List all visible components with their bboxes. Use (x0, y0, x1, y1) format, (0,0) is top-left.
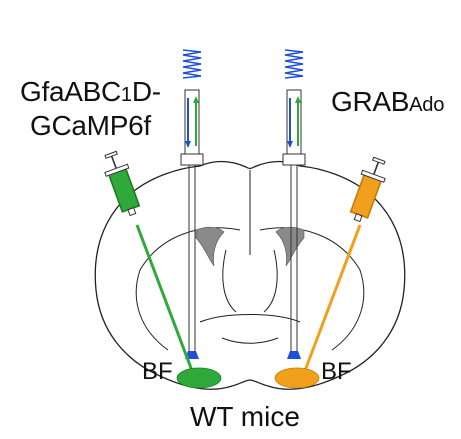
syringe-right (349, 156, 386, 223)
injection-track-right (301, 224, 362, 377)
label-grabado: GRABAdo (331, 86, 445, 117)
coil-right (284, 49, 304, 79)
ventral-curve (221, 337, 279, 344)
injection-track-left (135, 224, 196, 377)
optical-fiber-right (282, 89, 306, 359)
brain-section-outline (94, 160, 406, 390)
ventricle-left (195, 226, 225, 267)
coil-left (182, 49, 202, 79)
target-region-left (176, 367, 222, 389)
label-wt-mice: WT mice (190, 401, 300, 432)
label-bf-right: BF (321, 358, 352, 385)
optical-fiber-left (180, 89, 204, 359)
label-bf-left: BF (142, 358, 173, 385)
label-gcamp6f: GCaMP6f (30, 110, 151, 141)
striatum-curve-left (222, 249, 237, 313)
label-gfaabc1d: GfaABC1D- (20, 76, 161, 107)
striatum-curve-right (263, 249, 278, 313)
target-region-right (274, 367, 320, 389)
syringe-left (104, 150, 141, 217)
